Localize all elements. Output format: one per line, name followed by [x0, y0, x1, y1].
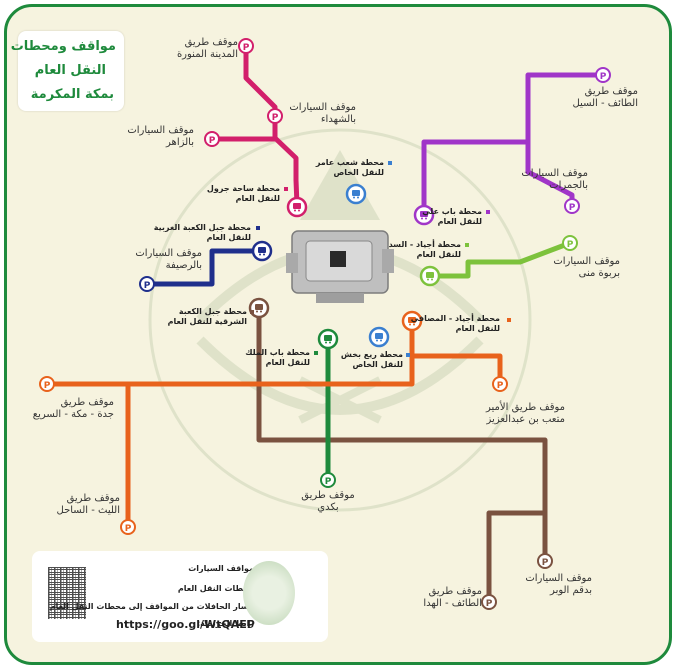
traffic-department-logo [243, 561, 295, 625]
label-kaaba-east-line2: الشرقية للنقل العام [167, 317, 247, 326]
label-kudai-line1: موقف طريق [301, 490, 355, 501]
label-zaher-line2: بالزاهر [166, 137, 194, 148]
label-madinah-line1: موقف طريق [184, 37, 238, 48]
qr-code[interactable] [48, 567, 86, 619]
label-jarwal-line1: محطة ساحة جرول [206, 184, 280, 193]
orange-route [44, 319, 503, 530]
label-laith: موقف طريق الليث - الساحل [57, 493, 121, 517]
label-dagm-line1: موقف السيارات [525, 573, 592, 584]
label-ajyad-masafi-line2: للنقل العام [455, 324, 500, 333]
label-jamarat-line2: بالجمرات [549, 180, 588, 191]
label-bab-malik: محطة باب الملك للنقل العام [245, 348, 310, 368]
label-kudai-line2: بكدي [317, 502, 339, 513]
legend-link-label: رابط الخريطة: [196, 619, 254, 628]
legend-parking-label: مواقف السيارات [188, 564, 254, 573]
ajyad-masafi-bullet [507, 318, 511, 322]
kaaba-west-bullet [256, 226, 260, 230]
label-mina: موقف السيارات بربوة منى [553, 256, 620, 280]
label-bab-ali: محطة باب علي للنقل العام [422, 207, 482, 227]
label-kudai: موقف طريق بكدي [293, 490, 363, 514]
legend-route-label: مسار الحافلات من المواقف إلى محطات النقل… [49, 602, 254, 611]
brown-route [256, 305, 548, 603]
label-zaher: موقف السيارات بالزاهر [127, 125, 194, 149]
label-kaaba-east: محطة جبل الكعبة الشرقية للنقل العام [168, 307, 247, 327]
label-kaaba-east-line1: محطة جبل الكعبة [178, 307, 247, 316]
kaaba-east-bullet [250, 310, 254, 314]
label-rei-bakhash-line1: محطة ريع بخش [340, 350, 403, 359]
label-taif-hada: موقف طريق الطائف - الهدا [423, 586, 482, 610]
label-jeddah-line1: موقف طريق [60, 397, 114, 408]
title-line-1: مواقف ومحطات [10, 39, 116, 54]
label-taif-hada-line2: الطائف - الهدا [423, 598, 482, 609]
jarwal-bullet [284, 187, 288, 191]
map-link[interactable]: https://goo.gl/WtQAEP [116, 618, 255, 631]
label-madinah-road: موقف طريق المدينة المنورة [177, 37, 238, 61]
bab-ali-bullet [486, 210, 490, 214]
label-shib-amer: محطة شعب عامر للنقل الخاص [316, 158, 384, 178]
label-taif-sail-line1: موقف طريق [584, 86, 638, 97]
label-rusaifa-line1: موقف السيارات [135, 248, 202, 259]
label-shuhada-line2: بالشهداء [320, 114, 356, 125]
title-line-3: بمكة المكرمة [30, 87, 114, 102]
map-title-box: مواقف ومحطات النقل العام بمكة المكرمة [11, 31, 124, 111]
rei-bakhash-bullet [406, 353, 410, 357]
label-bab-ali-line2: للنقل العام [437, 217, 482, 226]
label-jamarat: موقف السيارات بالجمرات [521, 168, 588, 192]
label-shuhada: موقف السيارات بالشهداء [289, 102, 356, 126]
bab-malik-bullet [314, 351, 318, 355]
label-dagm-wabr: موقف السيارات بدقم الوبر [525, 573, 592, 597]
label-prince-miteb: موقف طريق الأمير متعب بن عبدالعزيز [486, 402, 565, 426]
label-taif-sail-line2: الطائف - السيل [572, 98, 638, 109]
title-line-2: النقل العام [34, 63, 106, 78]
label-jamarat-line1: موقف السيارات [521, 168, 588, 179]
label-ajyad-masafi-line1: محطة أجياد - المصافي [410, 314, 500, 323]
label-ajyad-masafi: محطة أجياد - المصافي للنقل العام [411, 314, 500, 334]
label-rei-bakhash: محطة ريع بخش للنقل الخاص [341, 350, 403, 370]
label-jeddah-line2: جدة - مكة - السريع [32, 409, 114, 420]
label-rusaifa-line2: بالرصيفة [165, 260, 202, 271]
label-shib-amer-line2: للنقل الخاص [333, 168, 385, 177]
label-mina-line2: بربوة منى [578, 268, 620, 279]
label-mina-line1: موقف السيارات [553, 256, 620, 267]
label-taif-hada-line1: موقف طريق [428, 586, 482, 597]
label-shib-amer-line1: محطة شعب عامر [315, 158, 384, 167]
label-jarwal: محطة ساحة جرول للنقل العام [207, 184, 280, 204]
label-jeddah-road: موقف طريق جدة - مكة - السريع [33, 397, 114, 421]
lightgreen-route [427, 240, 573, 279]
label-laith-line1: موقف طريق [66, 493, 120, 504]
label-rusaifa: موقف السيارات بالرصيفة [135, 248, 202, 272]
label-jarwal-line2: للنقل العام [235, 194, 280, 203]
label-bab-malik-line2: للنقل العام [265, 358, 310, 367]
label-ajyad-sadd-line1: محطة أجياد - السد [388, 240, 461, 249]
haram-illustration [286, 213, 394, 305]
label-rei-bakhash-line2: للنقل الخاص [352, 360, 404, 369]
label-madinah-line2: المدينة المنورة [176, 49, 238, 60]
label-bab-malik-line1: محطة باب الملك [245, 348, 310, 357]
label-kaaba-west-line1: محطة جبل الكعبة الغربية [153, 223, 251, 232]
label-dagm-line2: بدقم الوبر [550, 585, 592, 596]
label-shuhada-line1: موقف السيارات [289, 102, 356, 113]
label-kaaba-west: محطة جبل الكعبة الغربية للنقل العام [154, 223, 251, 243]
label-ajyad-sadd-line2: للنقل العام [416, 250, 461, 259]
label-ajyad-sadd: محطة أجياد - السد للنقل العام [389, 240, 461, 260]
label-prince-miteb-line1: موقف طريق الأمير [486, 402, 565, 413]
label-laith-line2: الليث - الساحل [56, 505, 121, 516]
ajyad-sadd-bullet [465, 243, 469, 247]
label-taif-sail: موقف طريق الطائف - السيل [572, 86, 638, 110]
magenta-route [209, 43, 300, 208]
label-kaaba-west-line2: للنقل العام [206, 233, 251, 242]
navy-route [144, 248, 265, 287]
shib-amer-bullet [388, 161, 392, 165]
label-zaher-line1: موقف السيارات [127, 125, 194, 136]
label-prince-miteb-line2: متعب بن عبدالعزيز [486, 414, 565, 425]
legend-stations-label: محطات النقل العام [177, 584, 254, 593]
label-bab-ali-line1: محطة باب علي [422, 207, 482, 216]
